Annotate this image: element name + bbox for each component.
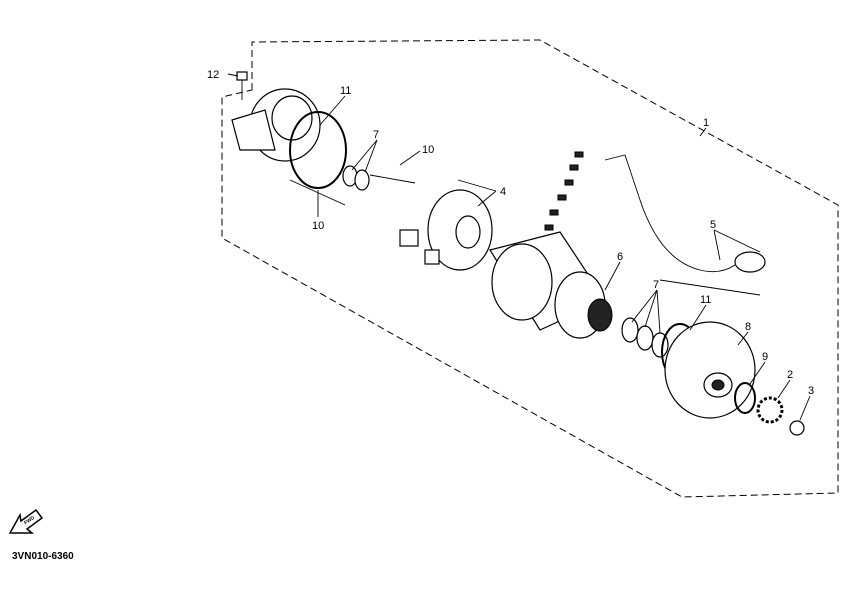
- insulator-washers-part: [544, 151, 584, 231]
- through-bolt-part: [369, 174, 416, 184]
- o-ring-part: [734, 382, 756, 414]
- callout-11: 11: [700, 294, 711, 306]
- nut-part: [789, 420, 805, 436]
- leader-lines: [227, 73, 811, 421]
- washer-part: [636, 325, 654, 351]
- callout-4: 4: [500, 186, 506, 198]
- callout-12: 12: [207, 69, 219, 81]
- diagram-code: 3VN010-6360: [12, 551, 74, 562]
- callout-3: 3: [808, 385, 814, 397]
- front-cover-part: [664, 321, 756, 419]
- callout-9: 9: [762, 351, 768, 363]
- forward-arrow-icon: FWD: [8, 508, 44, 534]
- callout-8: 8: [745, 321, 751, 333]
- pinion-gear-part: [756, 396, 784, 424]
- o-ring-part: [289, 111, 347, 189]
- callout-11: 11: [340, 85, 351, 97]
- bolt-part: [236, 71, 248, 100]
- washer-part: [621, 317, 639, 343]
- brush-holder-part: [399, 189, 493, 271]
- callout-7: 7: [653, 279, 659, 291]
- callout-6: 6: [617, 251, 623, 263]
- callout-5: 5: [710, 219, 716, 231]
- callout-7: 7: [373, 129, 379, 141]
- callout-2: 2: [787, 369, 793, 381]
- callout-10: 10: [422, 144, 434, 156]
- lead-wire-part: [604, 154, 766, 296]
- washer-part: [354, 169, 370, 191]
- assembly-boundary: [221, 39, 839, 498]
- rear-cover-part: [231, 88, 321, 162]
- through-bolt-part: [289, 179, 346, 206]
- yoke-part: [489, 231, 613, 339]
- callout-1: 1: [703, 117, 709, 129]
- fwd-text: FWD: [23, 515, 36, 527]
- callout-10: 10: [312, 220, 324, 232]
